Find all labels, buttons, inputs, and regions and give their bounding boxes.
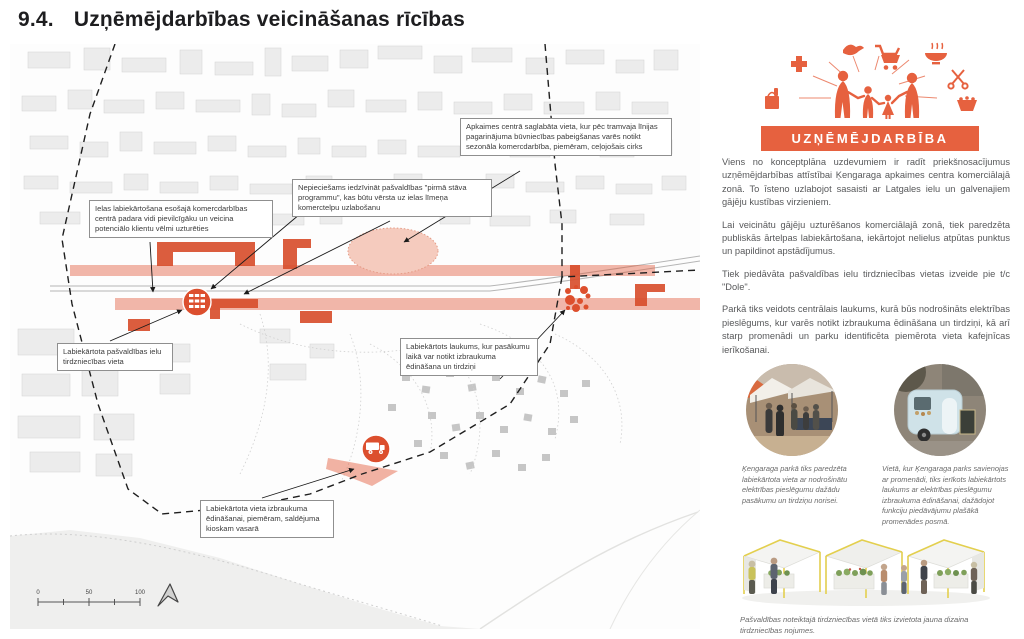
section-title-text: Uzņēmējdarbības veicināšanas rīcības [73,8,466,31]
section-number: 9.4. [18,8,54,31]
planning-boundary [61,43,701,515]
svg-text:100: 100 [135,590,146,596]
medical-cross-icon [791,56,807,72]
central-square-dots [565,285,591,312]
food-truck-map-icon [361,434,391,464]
commercial-corridor-highlight [70,265,700,310]
north-arrow-icon [157,583,179,607]
promenade-food-spot [326,458,398,486]
callout-first-floor-programme: Nepieciešams iedzīvināt pašvaldības "pir… [292,179,492,218]
paragraph: Parkā tiks veidots centrālais laukums, k… [722,304,1010,355]
market-photo-caption: Ķengaraga parkā tiks paredzēta labiekārt… [742,464,848,505]
scale-bar [37,598,141,606]
seasonal-commerce-area [347,227,439,275]
family-figures [834,70,920,119]
illustration-people [748,557,978,595]
entrepreneurship-logo [747,40,987,124]
pavilion-illustration [738,534,994,608]
market-stall-map-icon [182,287,212,317]
svg-text:0: 0 [36,590,40,596]
market-photo [746,364,838,456]
sidebar: UZŅĒMĒJDARBĪBA Viens no konceptplāna uzd… [722,40,1012,639]
paragraph: Lai veicinātu gājēju uzturēšanos komerci… [722,219,1010,257]
svg-text:50: 50 [86,590,93,596]
paragraph: Tiek piedāvāta pašvaldības ielu tirdznie… [722,268,1010,292]
callout-tram-area: Apkaimes centrā saglabāta vieta, kur pēc… [460,118,672,157]
river-area [10,530,480,629]
shopping-bag-icon [765,88,779,109]
entrepreneurship-banner: UZŅĒMĒJDARBĪBA [761,126,979,151]
callout-food-kiosk: Labiekārtota vieta izbraukuma ēdināšanai… [200,500,334,539]
body-text: Viens no konceptplāna uzdevumiem ir radī… [722,156,1010,366]
soup-bowl-icon [925,42,947,65]
callout-street-improvement: Ielas labiekārtošana esošajā komercdarbī… [89,200,273,239]
shopping-cart-icon [875,44,901,70]
callout-event-square: Labiekārtots laukums, kur pasākumu laikā… [400,338,538,377]
bird-icon [843,44,864,56]
illustration-caption: Pašvaldības noteiktajā tirdzniecības vie… [740,615,969,635]
food-truck-photo [894,364,986,456]
paragraph: Viens no konceptplāna uzdevumiem ir radī… [722,157,1010,208]
photo-row [722,364,1010,456]
page-title: 9.4. Uzņēmējdarbības veicināšanas rīcības [18,8,465,32]
food-truck-photo-caption: Vietā, kur Ķengaraga parks savienojas ar… [882,464,1009,526]
scale-labels: 0 50 100 [36,590,145,596]
scissors-icon [947,69,969,90]
callout-trade-place: Labiekārtota pašvaldības ielu tirdzniecī… [57,343,173,372]
photo-captions: Ķengaraga parkā tiks paredzēta labiekārt… [722,464,1010,527]
basket-icon [957,96,977,111]
